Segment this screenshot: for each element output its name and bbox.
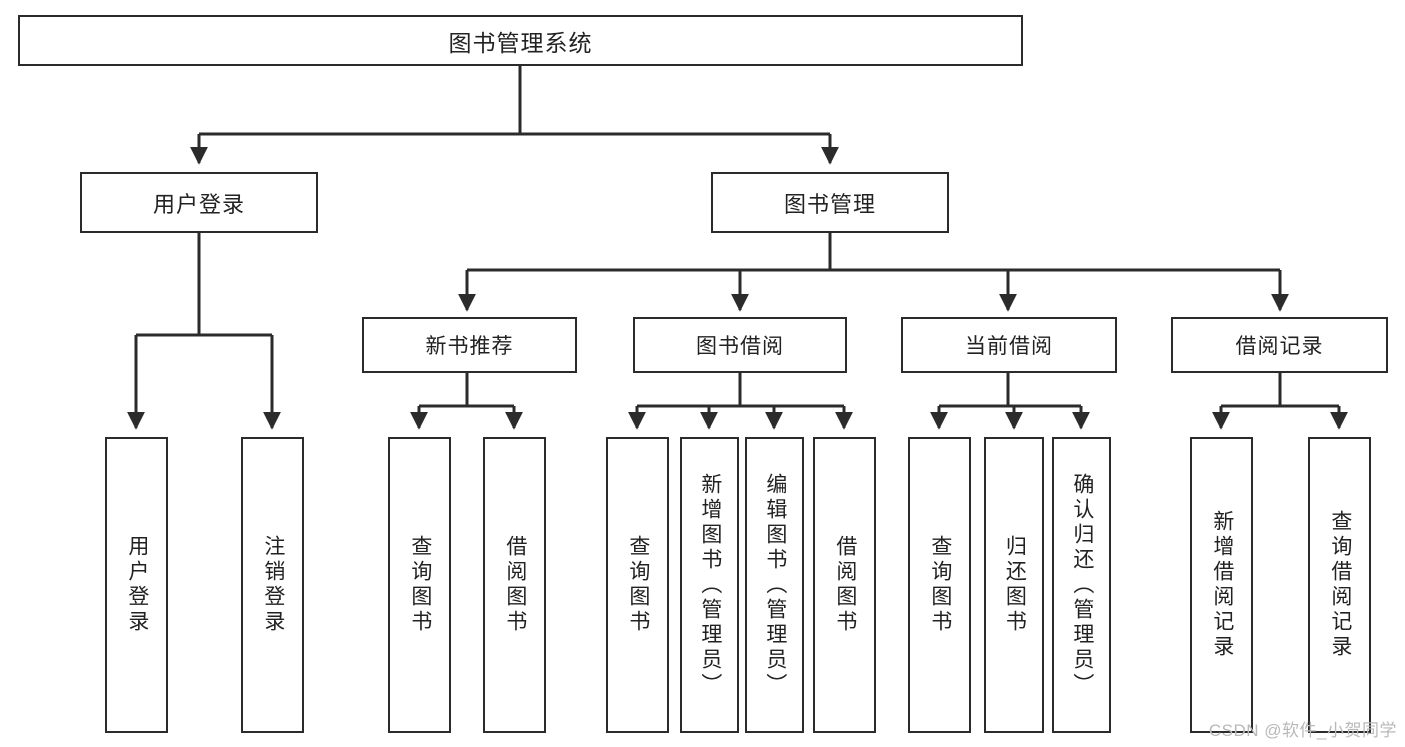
node-borrow-record[interactable]: 借阅记录: [1171, 317, 1388, 373]
leaf-logout-label: 注销登录: [261, 535, 285, 635]
node-root-label: 图书管理系统: [448, 29, 593, 56]
node-new-book-recommend[interactable]: 新书推荐: [362, 317, 577, 373]
leaf-confirm-return-admin[interactable]: 确认归还（管理员）: [1052, 437, 1111, 733]
leaf-borrow-book-borrow[interactable]: 借阅图书: [813, 437, 876, 733]
node-book-borrow[interactable]: 图书借阅: [633, 317, 847, 373]
leaf-borrow-book-newbook-label: 借阅图书: [503, 535, 527, 635]
leaf-user-login[interactable]: 用户登录: [105, 437, 168, 733]
node-root-book-management-system[interactable]: 图书管理系统: [18, 15, 1023, 66]
leaf-query-borrow-record-label: 查询借阅记录: [1328, 510, 1352, 660]
leaf-return-book-label: 归还图书: [1003, 535, 1027, 635]
leaf-query-borrow-record[interactable]: 查询借阅记录: [1308, 437, 1371, 733]
leaf-add-borrow-record-label: 新增借阅记录: [1210, 510, 1234, 660]
leaf-add-book-admin[interactable]: 新增图书（管理员）: [680, 437, 739, 733]
node-book-borrow-label: 图书借阅: [696, 335, 784, 358]
leaf-borrow-book-borrow-label: 借阅图书: [833, 535, 857, 635]
node-book-management-label: 图书管理: [783, 191, 876, 217]
node-current-borrow[interactable]: 当前借阅: [901, 317, 1117, 373]
node-current-borrow-label: 当前借阅: [965, 335, 1053, 358]
leaf-confirm-return-admin-label: 确认归还（管理员）: [1070, 472, 1094, 698]
leaf-query-book-borrow[interactable]: 查询图书: [606, 437, 669, 733]
leaf-logout[interactable]: 注销登录: [241, 437, 304, 733]
leaf-edit-book-admin[interactable]: 编辑图书（管理员）: [745, 437, 804, 733]
leaf-query-book-current[interactable]: 查询图书: [908, 437, 971, 733]
leaf-query-book-newbook[interactable]: 查询图书: [388, 437, 451, 733]
leaf-user-login-label: 用户登录: [125, 535, 149, 635]
leaf-query-book-newbook-label: 查询图书: [408, 535, 432, 635]
node-new-book-recommend-label: 新书推荐: [425, 335, 514, 358]
node-user-login[interactable]: 用户登录: [80, 172, 318, 233]
leaf-add-borrow-record[interactable]: 新增借阅记录: [1190, 437, 1253, 733]
leaf-borrow-book-newbook[interactable]: 借阅图书: [483, 437, 546, 733]
node-borrow-record-label: 借阅记录: [1235, 335, 1324, 358]
leaf-edit-book-admin-label: 编辑图书（管理员）: [763, 472, 787, 698]
leaf-query-book-current-label: 查询图书: [928, 535, 952, 635]
leaf-add-book-admin-label: 新增图书（管理员）: [698, 472, 722, 698]
node-book-management[interactable]: 图书管理: [711, 172, 949, 233]
leaf-query-book-borrow-label: 查询图书: [626, 535, 650, 635]
node-user-login-label: 用户登录: [152, 191, 245, 217]
watermark-text: CSDN @软件_小贺同学: [1208, 721, 1397, 740]
leaf-return-book[interactable]: 归还图书: [984, 437, 1044, 733]
